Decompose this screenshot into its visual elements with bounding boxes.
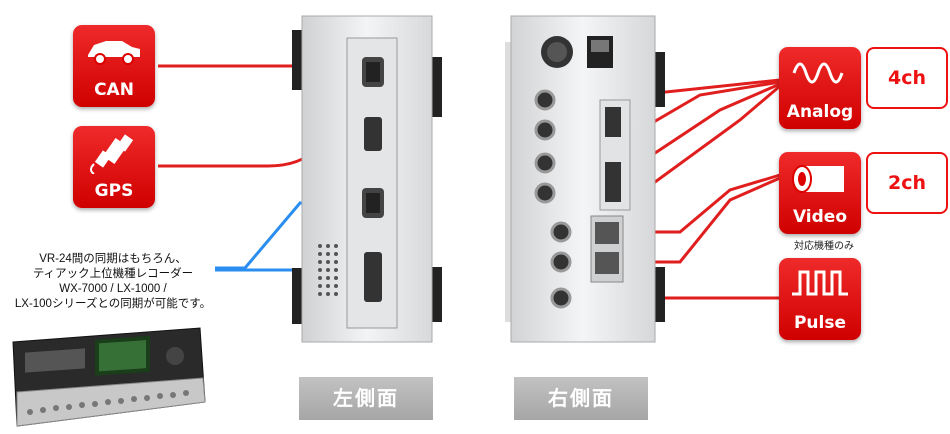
recorder-device (5, 322, 210, 430)
pulse-label: Pulse (793, 313, 847, 333)
right-side-label: 右側面 (514, 377, 648, 420)
right-side-device (505, 12, 665, 347)
gps-label: GPS (94, 181, 134, 201)
analog-label: Analog (786, 102, 854, 122)
waveform-icon (792, 62, 844, 84)
video-label: Video (792, 207, 848, 227)
left-device-illustration (292, 15, 442, 343)
sync-note: VR-24間の同期はもちろん、 ティアック上位機種レコーダー WX-7000 /… (8, 252, 218, 312)
right-device-illustration (505, 15, 665, 343)
sync-note-line-2: ティアック上位機種レコーダー (32, 268, 194, 280)
gps-badge: GPS (73, 126, 155, 208)
sync-note-line-1: VR-24間の同期はもちろん、 (39, 253, 187, 265)
analog-badge: Analog (779, 47, 861, 129)
satellite-icon (90, 134, 134, 174)
sync-note-line-4: LX-100シリーズとの同期が可能です。 (14, 298, 212, 310)
recorder-illustration (12, 327, 206, 427)
pulse-badge: Pulse (779, 258, 861, 340)
pulse-wave-icon (792, 270, 848, 296)
video-support-note: 対応機種のみ (794, 241, 854, 252)
can-badge: CAN (73, 25, 155, 107)
left-side-device (292, 12, 442, 347)
sync-note-line-3: WX-7000 / LX-1000 / (59, 283, 167, 295)
video-channel-count: 2ch (866, 152, 948, 214)
can-label: CAN (94, 80, 134, 100)
left-side-label: 左側面 (299, 377, 433, 420)
analog-channel-count: 4ch (866, 47, 948, 109)
video-badge: Video (779, 152, 861, 234)
car-icon (88, 41, 140, 65)
camera-icon (792, 165, 844, 193)
